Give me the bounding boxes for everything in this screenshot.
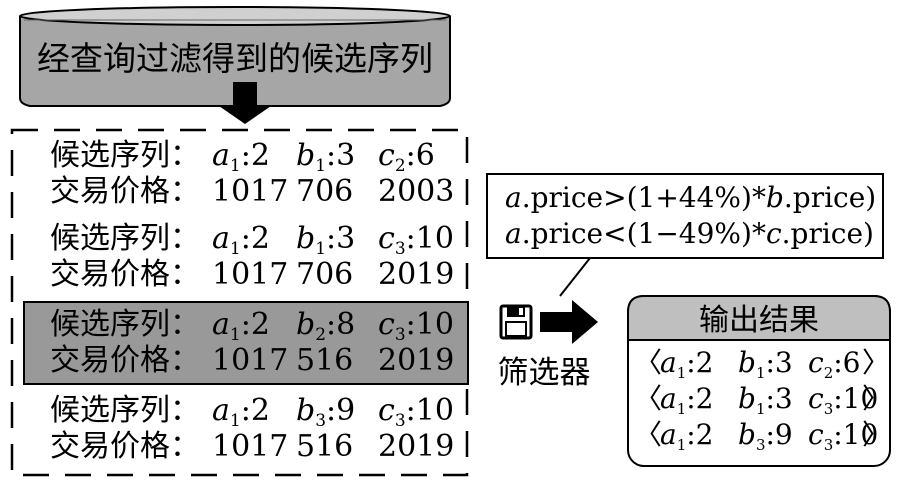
candidate-term: b1:3 [296, 138, 355, 176]
candidate-term: b2:8 [296, 307, 355, 345]
output-term: c3:10 [808, 418, 878, 454]
price-value: 2019 [378, 429, 454, 464]
price-label: 交易价格： [50, 257, 200, 292]
candidate-term: a1:2 [212, 307, 270, 345]
filter-condition-box [486, 173, 884, 259]
price-value: 706 [296, 174, 353, 209]
candidate-term: a1:2 [212, 138, 270, 176]
output-box: 输出结果 [627, 295, 891, 467]
price-value: 2003 [378, 174, 454, 209]
candidate-label: 候选序列： [50, 221, 200, 256]
candidate-term: c3:10 [378, 393, 454, 431]
output-term: c2:6 [808, 346, 860, 382]
close-bracket: 〉 [862, 346, 890, 379]
output-title: 输出结果 [699, 303, 819, 338]
output-term: a1:2 [660, 382, 714, 418]
candidate-label: 候选序列： [50, 138, 200, 173]
price-value: 2019 [378, 343, 454, 378]
callout-line [559, 257, 591, 297]
highlight-block [23, 301, 469, 385]
open-bracket: 〈 [634, 382, 662, 415]
candidate-label: 候选序列： [50, 393, 200, 428]
price-value: 706 [296, 257, 353, 292]
right-arrow [540, 300, 598, 344]
close-bracket: 〉 [862, 382, 890, 415]
price-value: 1017 [212, 343, 288, 378]
output-term: a1:2 [660, 346, 714, 382]
candidate-term: b1:3 [296, 221, 355, 259]
floppy-disk-icon [499, 304, 533, 340]
candidate-term: a1:2 [212, 393, 270, 431]
candidate-term: c2:6 [378, 138, 435, 176]
price-label: 交易价格： [50, 343, 200, 378]
candidate-term: c3:10 [378, 221, 454, 259]
filter-label: 筛选器 [498, 355, 591, 391]
price-value: 516 [296, 429, 353, 464]
header-cylinder: 经查询过滤得到的候选序列 [19, 6, 451, 107]
open-bracket: 〈 [634, 418, 662, 451]
candidate-term: a1:2 [212, 221, 270, 259]
price-value: 2019 [378, 257, 454, 292]
output-term: c3:10 [808, 382, 878, 418]
output-term: b3:9 [738, 418, 793, 454]
filter-conditions: a.price>(1+44%)*b.price)a.price<(1−49%)*… [505, 181, 876, 250]
price-value: 1017 [212, 257, 288, 292]
candidate-term: c3:10 [378, 307, 454, 345]
price-label: 交易价格： [50, 174, 200, 209]
candidate-label: 候选序列： [50, 307, 200, 342]
close-bracket: 〉 [862, 418, 890, 451]
price-value: 516 [296, 343, 353, 378]
output-term: b1:3 [738, 382, 793, 418]
filter-condition: a.price>(1+44%)*b.price) [505, 181, 876, 214]
filter-condition: a.price<(1−49%)*c.price) [505, 217, 874, 250]
header-title: 经查询过滤得到的候选序列 [37, 39, 433, 78]
candidate-term: b3:9 [296, 393, 355, 431]
candidate-box [10, 128, 469, 477]
header-cylinder-top [19, 6, 451, 26]
open-bracket: 〈 [634, 346, 662, 379]
price-value: 1017 [212, 174, 288, 209]
down-arrow [219, 82, 271, 124]
output-term: a1:2 [660, 418, 714, 454]
price-label: 交易价格： [50, 429, 200, 464]
output-term: b1:3 [738, 346, 793, 382]
price-value: 1017 [212, 429, 288, 464]
